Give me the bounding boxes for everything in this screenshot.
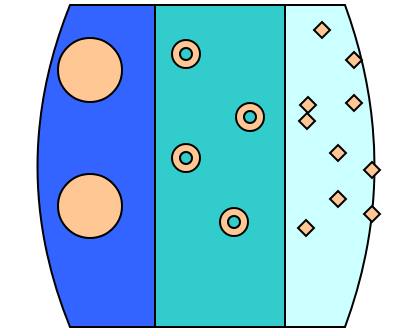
ring-particle [235,102,265,132]
diamond-particle [296,218,316,238]
ring-particle [171,143,201,173]
diamond-particle [297,111,317,131]
particles-left-group [57,37,123,239]
large-particle [57,173,123,239]
diamond-particle [362,204,382,224]
diamond-particle [344,50,364,70]
ring-particle [219,207,249,237]
container-outline [36,4,376,328]
particles-middle-group [171,39,265,237]
ring-particle [171,39,201,69]
particles-right-group [296,20,382,238]
large-particle [57,37,123,103]
diamond-particle [328,189,348,209]
diamond-particle [344,93,364,113]
diamond-particle [362,160,382,180]
region-right [285,5,375,327]
diamond-particle [328,143,348,163]
diamond-particle [312,20,332,40]
